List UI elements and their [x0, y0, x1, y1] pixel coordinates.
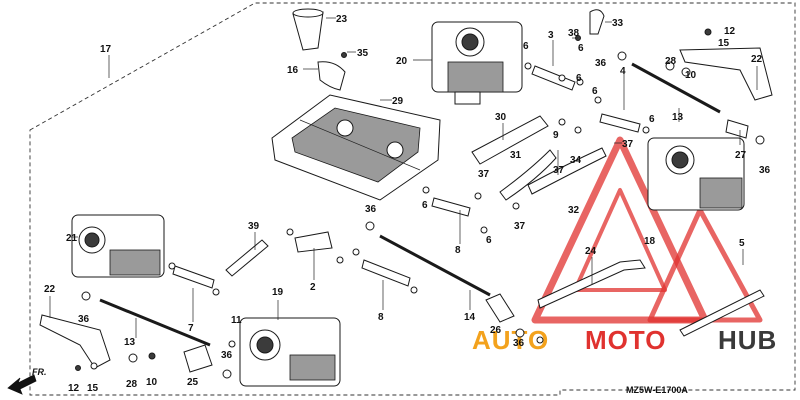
part-18-carburetor — [647, 137, 745, 211]
callout-28-a: 28 — [665, 56, 677, 67]
part-3-joint — [531, 65, 576, 91]
callout-22-a: 22 — [751, 54, 763, 65]
callout-28-b: 28 — [126, 379, 138, 390]
callout-37-b: 37 — [553, 165, 565, 176]
part-20-carburetor — [431, 21, 523, 105]
part-21-carburetor — [71, 214, 165, 278]
callout-16: 16 — [287, 65, 299, 76]
assembly-frame — [29, 2, 796, 396]
callout-6-f: 6 — [422, 200, 428, 211]
callout-36-a: 36 — [595, 58, 607, 69]
callout-32: 32 — [568, 205, 580, 216]
part-8-joint-lower — [361, 259, 411, 287]
callout-12-a: 12 — [724, 26, 736, 37]
callout-37-d: 37 — [514, 221, 526, 232]
callout-20: 20 — [396, 56, 408, 67]
watermark-hub: HUB — [718, 325, 777, 355]
callout-13-a: 13 — [672, 112, 684, 123]
callouts: 17 23 35 16 29 20 3 38 33 6 6 6 6 6 36 4… — [44, 14, 771, 394]
part-14-rod — [379, 234, 491, 297]
callout-36-c: 36 — [365, 204, 377, 215]
callout-35: 35 — [357, 48, 369, 59]
part-26-pipe — [485, 293, 515, 323]
callout-26: 26 — [490, 325, 502, 336]
part-22-link-plate-upper — [679, 47, 773, 101]
callout-21: 21 — [66, 233, 78, 244]
small-parts — [75, 28, 765, 379]
callout-6-g: 6 — [486, 235, 492, 246]
diagram-code: MZ5W-E1700A — [626, 385, 688, 395]
callout-39: 39 — [248, 221, 260, 232]
callout-23: 23 — [336, 14, 348, 25]
callout-38: 38 — [568, 28, 580, 39]
part-31-hose — [499, 149, 557, 201]
part-33-tube — [589, 9, 605, 35]
callout-7: 7 — [188, 323, 194, 334]
callout-12-b: 12 — [68, 383, 80, 394]
part-4-joint — [599, 113, 641, 133]
callout-37-a: 37 — [622, 139, 634, 150]
front-direction-arrow: FR. — [7, 367, 47, 395]
callout-6-a: 6 — [523, 41, 529, 52]
callout-6-d: 6 — [592, 86, 598, 97]
part-25-pipe — [183, 344, 213, 373]
callout-13-b: 13 — [124, 337, 136, 348]
callout-24: 24 — [585, 246, 597, 257]
part-29-chamber-plate — [271, 94, 441, 201]
callout-15-a: 15 — [718, 38, 730, 49]
callout-6-b: 6 — [578, 43, 584, 54]
callout-36-f: 36 — [221, 350, 233, 361]
callout-3: 3 — [548, 30, 554, 41]
callout-17: 17 — [100, 44, 112, 55]
part-2-joint — [294, 231, 333, 253]
callout-36-d: 36 — [513, 338, 525, 349]
callout-25: 25 — [187, 377, 199, 388]
part-16-bracket — [317, 61, 346, 91]
callout-34: 34 — [570, 155, 582, 166]
part-27-pipe — [725, 119, 749, 139]
callout-8-b: 8 — [378, 312, 384, 323]
front-label: FR. — [32, 367, 47, 377]
callout-4: 4 — [620, 66, 626, 77]
part-24-link-rod — [537, 259, 646, 309]
callout-8-a: 8 — [455, 245, 461, 256]
callout-22-b: 22 — [44, 284, 56, 295]
callout-6-c: 6 — [576, 73, 582, 84]
callout-10-a: 10 — [685, 70, 697, 81]
leader-lines — [49, 17, 758, 338]
part-8-joint-upper — [431, 197, 471, 217]
callout-31: 31 — [510, 150, 522, 161]
part-13-rod-upper — [631, 62, 721, 114]
part-13-rod-lower — [99, 298, 211, 347]
part-32-hose — [527, 147, 607, 195]
watermark-auto: AUTO — [472, 325, 549, 355]
part-39-pipe — [225, 239, 269, 277]
callout-11: 11 — [231, 315, 242, 326]
callout-27: 27 — [735, 150, 747, 161]
callout-9: 9 — [553, 130, 559, 141]
callout-18: 18 — [644, 236, 656, 247]
callout-36-e: 36 — [78, 314, 90, 325]
callout-19: 19 — [272, 287, 284, 298]
callout-14: 14 — [464, 312, 476, 323]
watermark-moto: MOTO — [585, 325, 667, 355]
callout-6-e: 6 — [649, 114, 655, 125]
callout-15-b: 15 — [87, 383, 99, 394]
part-5-rod — [679, 289, 765, 337]
callout-29: 29 — [392, 96, 404, 107]
callout-33: 33 — [612, 18, 624, 29]
callout-2: 2 — [310, 282, 316, 293]
watermark: AUTO MOTO HUB — [472, 136, 777, 355]
part-7-joint — [172, 265, 215, 289]
callout-30: 30 — [495, 112, 507, 123]
part-22-link-plate-lower — [39, 314, 111, 369]
part-19-carburetor — [239, 317, 341, 387]
callout-36-b: 36 — [759, 165, 771, 176]
part-30-hose — [471, 115, 549, 165]
callout-5: 5 — [739, 238, 745, 249]
callout-37-c: 37 — [478, 169, 490, 180]
part-23-intake-funnel — [292, 8, 324, 51]
callout-10-b: 10 — [146, 377, 158, 388]
